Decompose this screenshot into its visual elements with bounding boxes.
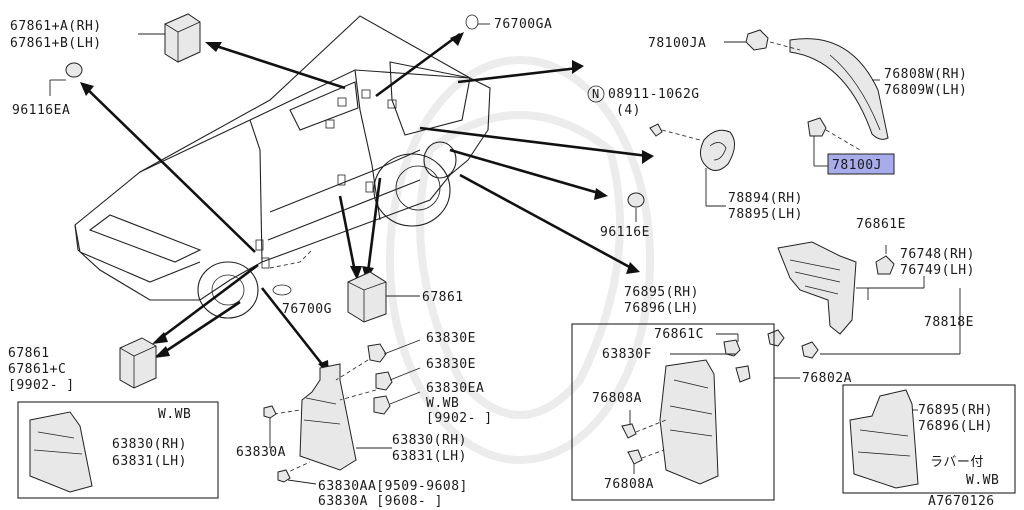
part-labels: 67861+A(RH) 67861+B(LH) 96116EA 76700GA … bbox=[8, 17, 999, 509]
label-wwb-right: W.WB bbox=[966, 473, 999, 488]
label-63830-inset: 63830(RH) bbox=[112, 437, 187, 452]
vehicle-outline bbox=[74, 15, 491, 319]
label-76808w: 76808W(RH) bbox=[884, 67, 967, 82]
label-76895-inset: 76895(RH) bbox=[918, 403, 993, 418]
part-shapes bbox=[17, 13, 1016, 501]
label-wwb-left: W.WB bbox=[158, 407, 191, 422]
label-76896-inset: 76896(LH) bbox=[918, 419, 993, 434]
label-78895: 78895(LH) bbox=[728, 207, 803, 222]
label-63831-inset: 63831(LH) bbox=[112, 454, 187, 469]
label-78894: 78894(RH) bbox=[728, 191, 803, 206]
label-9902-mid: [9902- ] bbox=[426, 411, 493, 426]
watermark bbox=[386, 56, 654, 464]
label-78818e: 78818E bbox=[924, 315, 974, 330]
label-63830e-1: 63830E bbox=[426, 331, 476, 346]
label-76895-top: 76895(RH) bbox=[624, 285, 699, 300]
label-n-circle: N bbox=[592, 87, 600, 101]
label-63830e-2: 63830E bbox=[426, 357, 476, 372]
label-08911: 08911-1062G bbox=[608, 87, 700, 102]
label-76748: 76748(RH) bbox=[900, 247, 975, 262]
label-67861-mid: 67861 bbox=[422, 290, 464, 305]
label-76861c: 76861C bbox=[654, 327, 704, 342]
label-63830aa: 63830AA[9509-9608] bbox=[318, 479, 468, 494]
label-rubber: ラバー付 bbox=[930, 455, 984, 470]
label-9902-left: [9902- ] bbox=[8, 378, 75, 393]
label-76808a-2: 76808A bbox=[604, 477, 654, 492]
label-63830f: 63830F bbox=[602, 347, 652, 362]
label-63831-front: 63831(LH) bbox=[392, 449, 467, 464]
label-76749: 76749(LH) bbox=[900, 263, 975, 278]
leader-arrows bbox=[80, 32, 654, 374]
label-76896-top: 76896(LH) bbox=[624, 301, 699, 316]
label-63830-front: 63830(RH) bbox=[392, 433, 467, 448]
label-67861a: 67861+A(RH) bbox=[10, 19, 102, 34]
label-08911-qty: (4) bbox=[616, 103, 641, 118]
label-78100j: 78100J bbox=[832, 158, 882, 173]
label-76700ga: 76700GA bbox=[494, 17, 552, 32]
label-63830a: 63830A bbox=[236, 445, 286, 460]
label-63830a-2: 63830A [9608- ] bbox=[318, 494, 443, 509]
label-67861-left: 67861 bbox=[8, 346, 50, 361]
label-wwb-mid: W.WB bbox=[426, 396, 459, 411]
label-63830ea: 63830EA bbox=[426, 381, 484, 396]
label-76802a: 76802A bbox=[802, 371, 852, 386]
label-96116e: 96116E bbox=[600, 225, 650, 240]
label-67861c: 67861+C bbox=[8, 362, 66, 377]
label-76861e: 76861E bbox=[856, 217, 906, 232]
label-76700g: 76700G bbox=[282, 302, 332, 317]
highlight-78100j bbox=[827, 153, 895, 175]
label-76809w: 76809W(LH) bbox=[884, 83, 967, 98]
label-67861b: 67861+B(LH) bbox=[10, 36, 102, 51]
label-96116ea: 96116EA bbox=[12, 103, 70, 118]
label-78100ja: 78100JA bbox=[648, 36, 706, 51]
label-76808a-1: 76808A bbox=[592, 391, 642, 406]
diagram-id: A7670126 bbox=[928, 494, 995, 509]
